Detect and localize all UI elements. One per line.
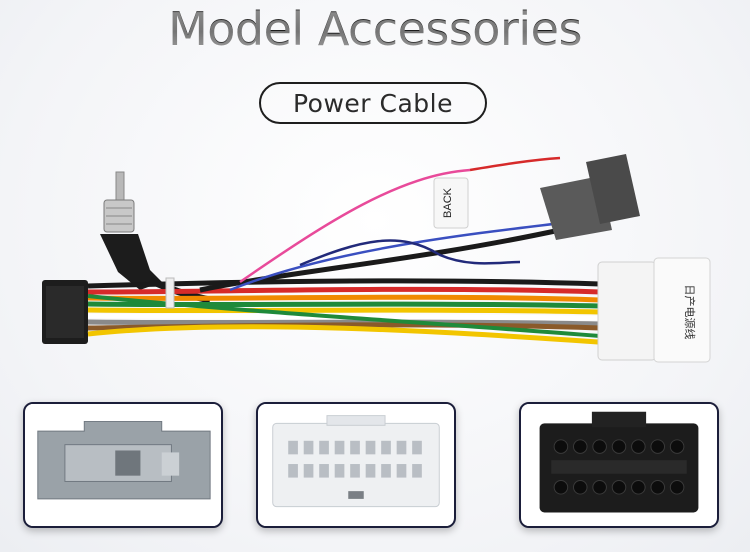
black-connector-closeup (522, 404, 716, 526)
back-tag: BACK (433, 177, 469, 229)
white-connector-closeup (259, 404, 453, 526)
thumbnail-black-connector (519, 402, 719, 528)
power-cable-image: BACK 日产电源线 (0, 130, 750, 390)
antenna-plug (100, 171, 162, 290)
category-pill: Power Cable (259, 82, 487, 124)
wire-bundle (87, 156, 601, 345)
connector-label: 日产电源线 (683, 285, 697, 340)
thumbnail-gray-connector (23, 402, 223, 528)
category-pill-label: Power Cable (292, 88, 453, 118)
white-connector: 日产电源线 (597, 257, 711, 363)
gray-connector (540, 154, 640, 240)
harness-illustration: BACK 日产电源线 (42, 154, 711, 363)
page-title: Model Accessories (0, 2, 750, 56)
back-tag-label: BACK (442, 187, 454, 218)
left-black-connector (42, 280, 88, 344)
thumbnail-white-connector (256, 402, 456, 528)
gray-connector-closeup (26, 404, 220, 526)
